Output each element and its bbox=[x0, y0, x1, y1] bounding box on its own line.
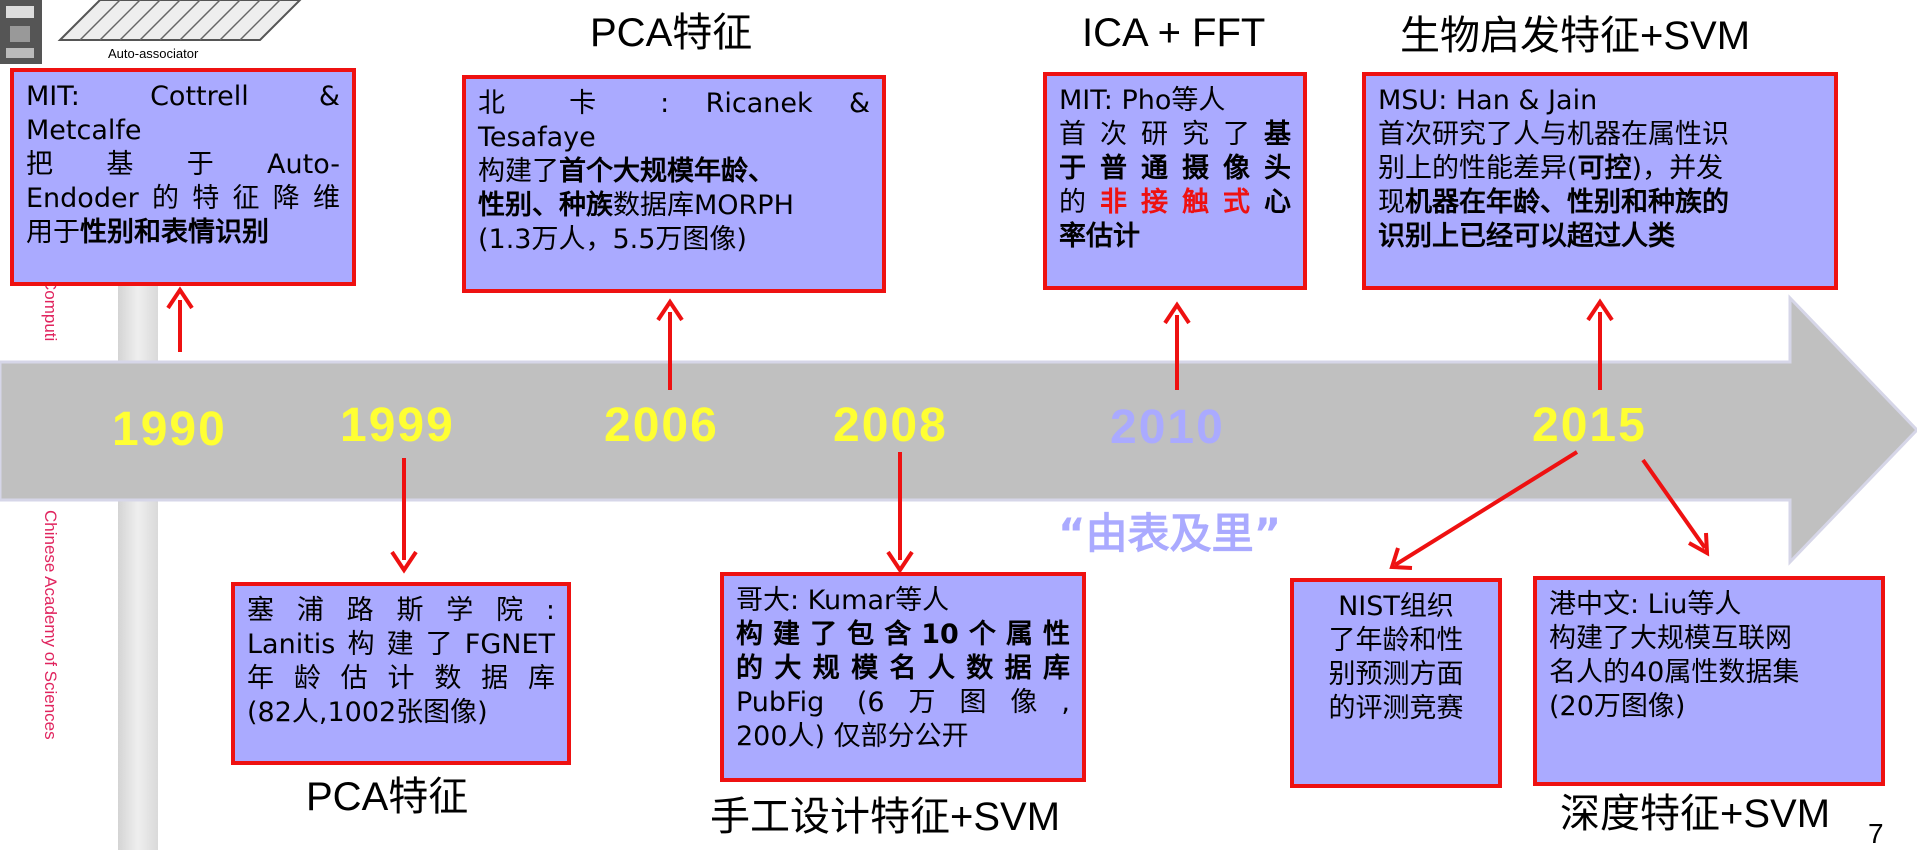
heading-2010: ICA + FFT bbox=[1082, 11, 1266, 55]
slogan: “由表及里” bbox=[1058, 509, 1282, 558]
logo-caption: Auto-associator bbox=[108, 46, 199, 61]
year-2010: 2010 bbox=[1110, 401, 1225, 454]
year-2008: 2008 bbox=[833, 399, 948, 452]
heading-1999: PCA特征 bbox=[306, 775, 469, 819]
autoencoder-logo: Auto-associator bbox=[0, 0, 302, 64]
year-1999: 1999 bbox=[340, 399, 455, 452]
timeline-arrow bbox=[0, 294, 1917, 566]
box-1990: MIT: Cottrell & Metcalfe 把 基 于 Auto- End… bbox=[10, 68, 356, 286]
year-1990: 1990 bbox=[112, 403, 227, 456]
box-nist: NIST组织 了年龄和性 别预测方面 的评测竞赛 bbox=[1290, 578, 1502, 788]
box-2008: 哥大: Kumar等人 构建了包含10个属性 的大规模名人数据库 PubFig … bbox=[720, 572, 1086, 782]
box-cuhk: 港中文: Liu等人 构建了大规模互联网 名人的40属性数据集 (20万图像) bbox=[1533, 576, 1885, 786]
connector-arrows bbox=[166, 286, 1710, 574]
heading-2008: 手工设计特征+SVM bbox=[710, 795, 1061, 839]
box-2010: MIT: Pho等人 首次研究了基 于普通摄像头 的非接触式心 率估计 bbox=[1043, 72, 1307, 290]
heading-2006: PCA特征 bbox=[590, 11, 753, 55]
heading-2015-bottom: 深度特征+SVM bbox=[1560, 792, 1831, 836]
page-number: 7 bbox=[1868, 818, 1884, 849]
year-2006: 2006 bbox=[604, 399, 719, 452]
background-strip bbox=[118, 250, 158, 850]
box-2015-top: MSU: Han & Jain 首次研究了人与机器在属性识 别上的性能差异(可控… bbox=[1362, 72, 1838, 290]
year-2015: 2015 bbox=[1532, 399, 1647, 452]
box-2006: 北 卡 : Ricanek & Tesafaye 构建了首个大规模年龄、 性别、… bbox=[462, 75, 886, 293]
heading-2015-top: 生物启发特征+SVM bbox=[1400, 14, 1751, 58]
box-1999: 塞浦路斯学院: Lanitis构建了FGNET 年龄估计数据库 (82人,100… bbox=[231, 582, 571, 765]
